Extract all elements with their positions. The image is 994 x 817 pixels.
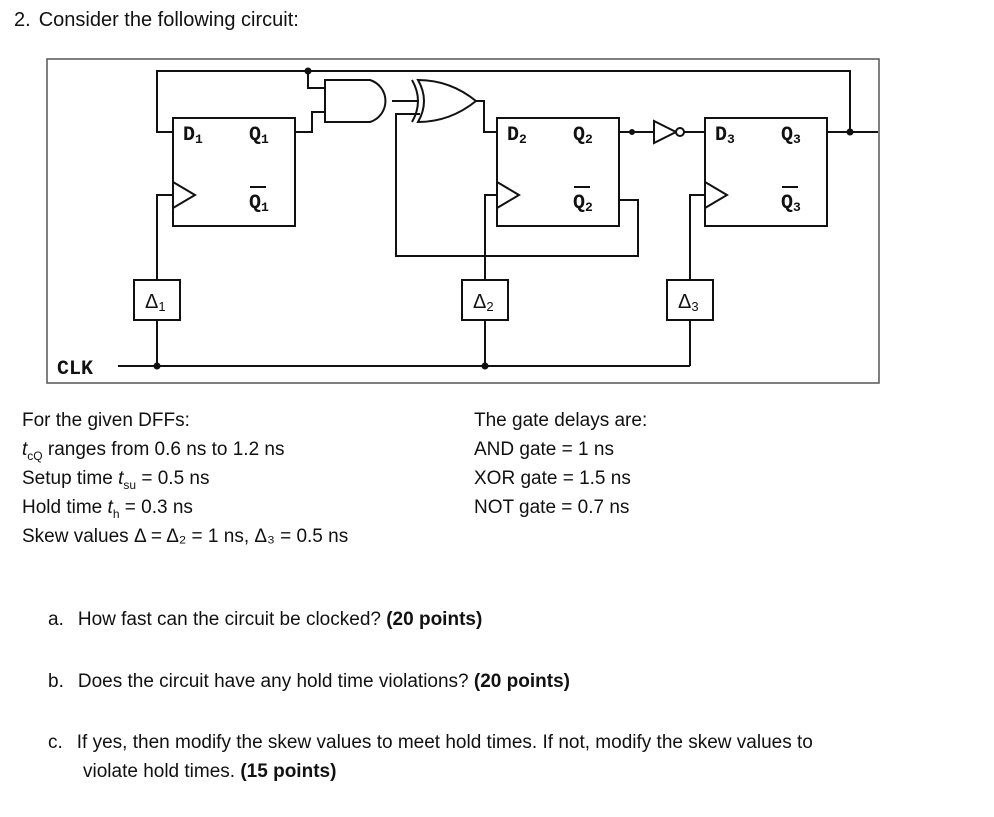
not-bubble [675,127,685,137]
skew-line: Skew values Δ = Δ₂ = 1 ns, Δ₃ = 0.5 ns [22,526,349,547]
question-title: Consider the following circuit: [38,9,299,31]
dff1-box [172,117,296,227]
dff3-d-label: D3 [715,124,735,147]
delta2-label: Δ2 [473,291,494,314]
dff2-box [496,117,620,227]
dff1-clk-wire [156,194,173,272]
dff3-clock-triangle [704,181,729,209]
part-c: c.If yes, then modify the skew values to… [48,732,813,753]
delta3-label: Δ3 [678,291,699,314]
and-delay-line: AND gate = 1 ns [474,439,614,460]
gate-delays-heading: The gate delays are: [474,410,648,431]
hold-time-line: Hold time th = 0.3 ns [22,497,193,521]
dff3-q-label: Q3 [781,124,801,147]
xor-gate [416,78,478,124]
dff2-qbar-label: Q2 [573,192,593,215]
part-b: b.Does the circuit have any hold time vi… [48,671,570,692]
xor-delay-line: XOR gate = 1.5 ns [474,468,631,489]
tcq-line: tcQ ranges from 0.6 ns to 1.2 ns [22,439,285,463]
q1-to-and-wire [295,111,325,133]
setup-time-line: Setup time tsu = 0.5 ns [22,468,210,492]
xor-input-arc [411,79,419,123]
dff2-d-label: D2 [507,124,527,147]
dff1-q-label: Q1 [249,124,269,147]
dff3-clk-wire [689,194,705,272]
q2bar-to-xor-wire [395,113,639,257]
q3-to-d1-feedback [156,70,851,133]
dff3-box [704,117,828,227]
not-delay-line: NOT gate = 0.7 ns [474,497,630,518]
part-a: a.How fast can the circuit be clocked? (… [48,609,483,630]
part-c-continued: violate hold times. (15 points) [83,761,337,782]
dff2-clock-triangle [496,181,521,209]
circuit-diagram: CLK D1 Q1 Q1 D2 Q2 Q2 D3 Q3 Q3 Δ1 Δ2 Δ3 [46,58,880,384]
question-heading: 2. Consider the following circuit: [14,10,299,30]
dff1-d-label: D1 [183,124,203,147]
circuit-frame [46,58,880,384]
dff1-clock-triangle [172,181,197,209]
delta1-label: Δ1 [145,291,166,314]
xor-to-d2-wire [476,100,497,133]
dff1-qbar-label: Q1 [249,192,269,215]
dff2-clk-wire [484,194,497,272]
and-gate [324,79,387,123]
not-gate [653,119,679,145]
dff2-q-label: Q2 [573,124,593,147]
feedback-to-and-wire [307,71,325,89]
dff-params-heading: For the given DFFs: [22,410,190,431]
question-number: 2. [14,9,31,31]
clk-label: CLK [57,358,93,381]
dff3-qbar-label: Q3 [781,192,801,215]
